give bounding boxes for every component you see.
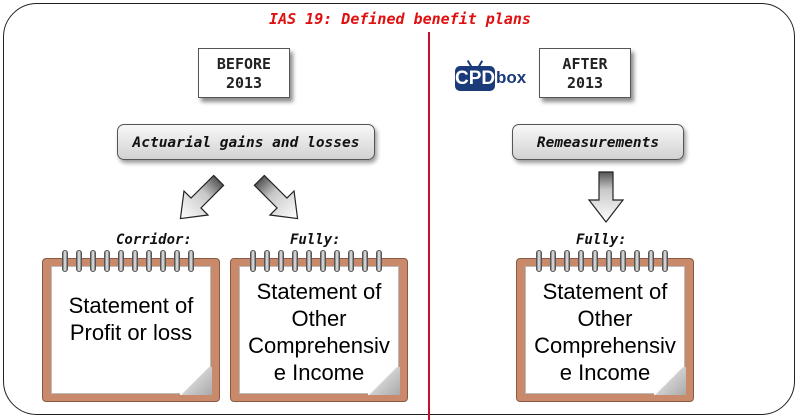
notepad-paper bbox=[51, 266, 211, 394]
remeasurements-pill: Remeasurements bbox=[512, 124, 684, 160]
before-year-line2: 2013 bbox=[225, 74, 263, 92]
arrow-to-fully-right bbox=[587, 171, 625, 223]
diagram-title: IAS 19: Defined benefit plans bbox=[269, 10, 531, 28]
notepad-oci-after: Statement of Other Comprehensiv e Income bbox=[516, 250, 694, 402]
before-year-box: BEFORE 2013 bbox=[198, 48, 290, 98]
divider-line bbox=[428, 32, 430, 420]
notepad-paper bbox=[239, 266, 399, 394]
notepad-text: Statement of Other Comprehensiv e Income bbox=[534, 279, 676, 385]
before-year-line1: BEFORE bbox=[216, 55, 272, 73]
binder-rings bbox=[536, 250, 668, 272]
logo-box-text: box bbox=[496, 68, 527, 87]
notepad-text: Statement of Other Comprehensiv e Income bbox=[248, 279, 390, 385]
after-year-box: AFTER 2013 bbox=[539, 48, 631, 98]
notepad-paper bbox=[525, 266, 685, 394]
notepad-text: Statement of Profit or loss bbox=[68, 293, 194, 345]
after-year-line1: AFTER bbox=[562, 55, 608, 73]
binder-rings bbox=[62, 250, 194, 272]
notepad-oci-before: Statement of Other Comprehensiv e Income bbox=[230, 250, 408, 402]
corridor-label: Corridor: bbox=[116, 232, 192, 248]
actuarial-gains-pill: Actuarial gains and losses bbox=[117, 124, 375, 160]
logo-cpd-text: CPD bbox=[455, 66, 496, 91]
arrow-to-corridor bbox=[179, 174, 225, 220]
notepad-profit-or-loss: Statement of Profit or loss bbox=[42, 250, 220, 402]
after-year-line2: 2013 bbox=[566, 74, 604, 92]
fully-label-right: Fully: bbox=[576, 232, 627, 248]
arrow-to-fully-left bbox=[253, 174, 299, 220]
fully-label-left: Fully: bbox=[290, 232, 341, 248]
binder-rings bbox=[250, 250, 382, 272]
